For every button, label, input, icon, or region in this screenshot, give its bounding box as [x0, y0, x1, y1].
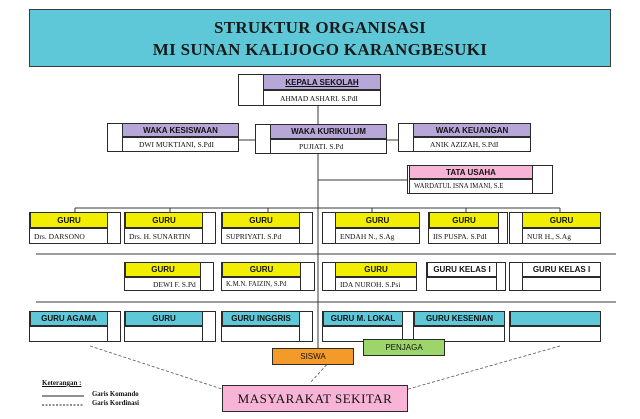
guru-box: GURU NUR H., S.Ag	[509, 212, 601, 244]
waka-kesiswaan-title: WAKA KESISWAAN	[122, 123, 239, 137]
guru-name: K.M.N. FAIZIN, S.Pd	[221, 277, 301, 291]
guru-mapel-box: GURU	[124, 311, 216, 342]
guru-mapel-box: GURU AGAMA	[29, 311, 121, 342]
guru-name: Drs. DARSONO	[29, 228, 108, 244]
waka-keuangan-box: WAKA KEUANGAN ANIK AZIZAH, S.PdI	[398, 123, 531, 152]
guru-name: IDA NUROH. S.Psi	[335, 277, 417, 291]
guru-mapel-name	[124, 326, 203, 342]
guru-mapel-title: GURU M. LOKAL	[323, 311, 403, 326]
title-line-2: MI SUNAN KALIJOGO KARANGBESUKI	[152, 40, 488, 59]
guru-box: GURU IIS PUSPA. S.PdI	[428, 212, 508, 244]
guru-kelas-name	[426, 277, 497, 291]
guru-box: GURU DEWI F. S.Pd	[124, 262, 214, 291]
guru-box: GURU Drs. DARSONO	[29, 212, 121, 244]
guru-mapel-name	[322, 326, 403, 342]
waka-kurikulum-name: PUJIATI. S.Pd	[270, 139, 387, 154]
waka-kurikulum-box: WAKA KURIKULUM PUJIATI. S.Pd	[255, 124, 387, 154]
guru-name: ENDAH N., S.Ag	[335, 228, 420, 244]
guru-box: GURU ENDAH N., S.Ag	[322, 212, 420, 244]
kepala-sekolah-name: AHMAD ASHARI. S.PdI	[263, 90, 381, 106]
guru-name: Drs. H. SUNARTIN	[124, 228, 203, 244]
penjaga-box: PENJAGA	[363, 339, 445, 356]
guru-mapel-title: GURU AGAMA	[30, 311, 108, 326]
siswa-box: SISWA	[272, 348, 354, 365]
guru-mapel-title: GURU	[125, 311, 203, 326]
org-title-banner: STRUKTUR ORGANISASI MI SUNAN KALIJOGO KA…	[29, 9, 611, 67]
legend-kordinasi-label: Garis Kordinasi	[92, 400, 140, 407]
guru-mapel-title: GURU INGGRIS	[222, 311, 300, 326]
masyarakat-sekitar-box: MASYARAKAT SEKITAR	[222, 385, 408, 412]
guru-box: GURU K.M.N. FAIZIN, S.Pd	[221, 262, 315, 291]
guru-kelas-title: GURU KELAS I	[522, 262, 601, 277]
guru-title: GURU	[222, 212, 300, 228]
guru-title: GURU	[30, 212, 108, 228]
guru-mapel-name	[221, 326, 300, 342]
coordination-line-right	[404, 345, 561, 391]
tata-usaha-box: TATA USAHA WARDATUL ISNA IMANI, S.E	[407, 165, 553, 194]
guru-name: NUR H., S.Ag	[522, 228, 601, 244]
coordination-line-left	[89, 345, 226, 391]
waka-kesiswaan-box: WAKA KESISWAAN DWI MUKTIANI, S.PdI	[107, 123, 239, 152]
title-line-1: STRUKTUR ORGANISASI	[213, 18, 427, 37]
guru-title: GURU	[222, 262, 301, 277]
guru-mapel-name	[29, 326, 108, 342]
guru-box: GURU IDA NUROH. S.Psi	[322, 262, 417, 291]
guru-box: GURU SUPRIYATI. S.Pd	[221, 212, 313, 244]
waka-kurikulum-title: WAKA KURIKULUM	[270, 124, 387, 139]
legend-title: Keterangan :	[42, 379, 82, 387]
guru-name: IIS PUSPA. S.PdI	[428, 228, 499, 244]
guru-box: GURU Drs. H. SUNARTIN	[124, 212, 216, 244]
guru-title: GURU	[335, 212, 420, 228]
guru-kelas-box: GURU KELAS I	[426, 262, 506, 291]
guru-kelas-title: GURU KELAS I	[427, 262, 497, 277]
tata-usaha-title: TATA USAHA	[409, 165, 533, 179]
guru-mapel-box: GURU INGGRIS	[221, 311, 313, 342]
guru-title: GURU	[125, 212, 203, 228]
guru-kelas-name	[522, 277, 601, 291]
guru-title: GURU	[335, 262, 417, 277]
guru-title: GURU	[429, 212, 499, 228]
guru-kelas-box: GURU KELAS I	[509, 262, 601, 291]
guru-mapel-name	[509, 326, 601, 342]
waka-keuangan-title: WAKA KEUANGAN	[413, 123, 531, 137]
guru-mapel-title	[510, 311, 601, 326]
guru-title: GURU	[125, 262, 201, 277]
guru-mapel-box: GURU KESENIAN	[413, 311, 505, 342]
guru-mapel-name	[413, 326, 505, 342]
guru-name: SUPRIYATI. S.Pd	[221, 228, 300, 244]
guru-mapel-box: GURU M. LOKAL	[322, 311, 416, 342]
kepala-sekolah-title: KEPALA SEKOLAH	[263, 74, 381, 90]
guru-name: DEWI F. S.Pd	[124, 277, 201, 291]
waka-kesiswaan-name: DWI MUKTIANI, S.PdI	[122, 137, 239, 152]
guru-mapel-title: GURU KESENIAN	[414, 311, 505, 326]
legend-komando-label: Garis Komando	[92, 391, 139, 398]
guru-mapel-box	[509, 311, 601, 342]
guru-title: GURU	[522, 212, 601, 228]
tata-usaha-name: WARDATUL ISNA IMANI, S.E	[409, 179, 533, 194]
waka-keuangan-name: ANIK AZIZAH, S.PdI	[413, 137, 531, 152]
kepala-sekolah-box: KEPALA SEKOLAH AHMAD ASHARI. S.PdI	[238, 74, 381, 106]
